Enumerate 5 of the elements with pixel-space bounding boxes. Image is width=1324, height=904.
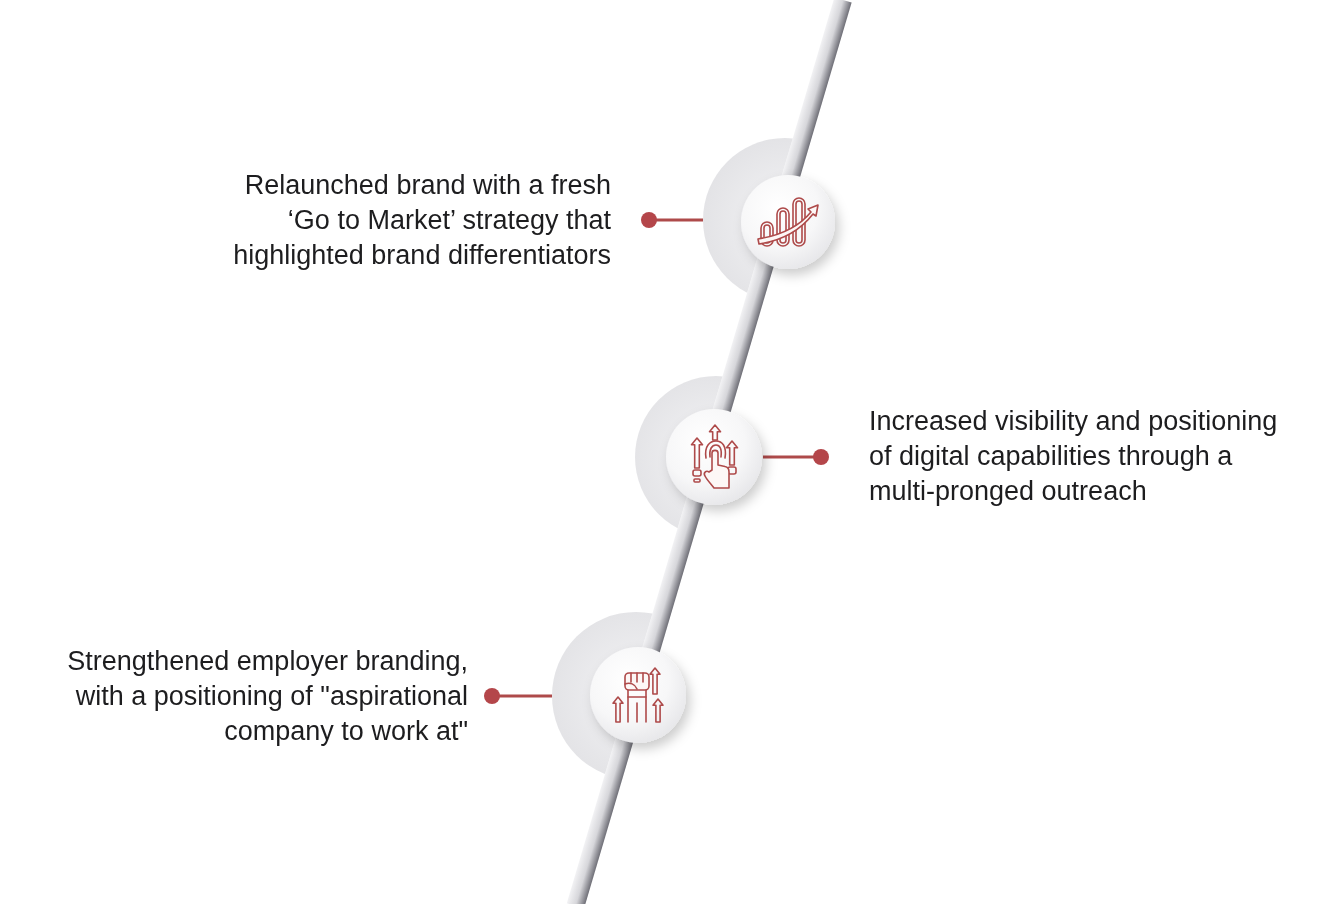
- milestone-text: Relaunched brand with a fresh ‘Go to Market’ strategy that highlighted brand differentiators: [232, 167, 611, 273]
- leader-line: [641, 212, 703, 228]
- milestone-text: Strengthened employer branding, with a positioning of "aspirational company to work at": [66, 643, 468, 749]
- leader-line: [484, 688, 552, 704]
- milestone-text: Increased visibility and positioning of digital capabilities through a multi-pronged outreach: [869, 403, 1279, 509]
